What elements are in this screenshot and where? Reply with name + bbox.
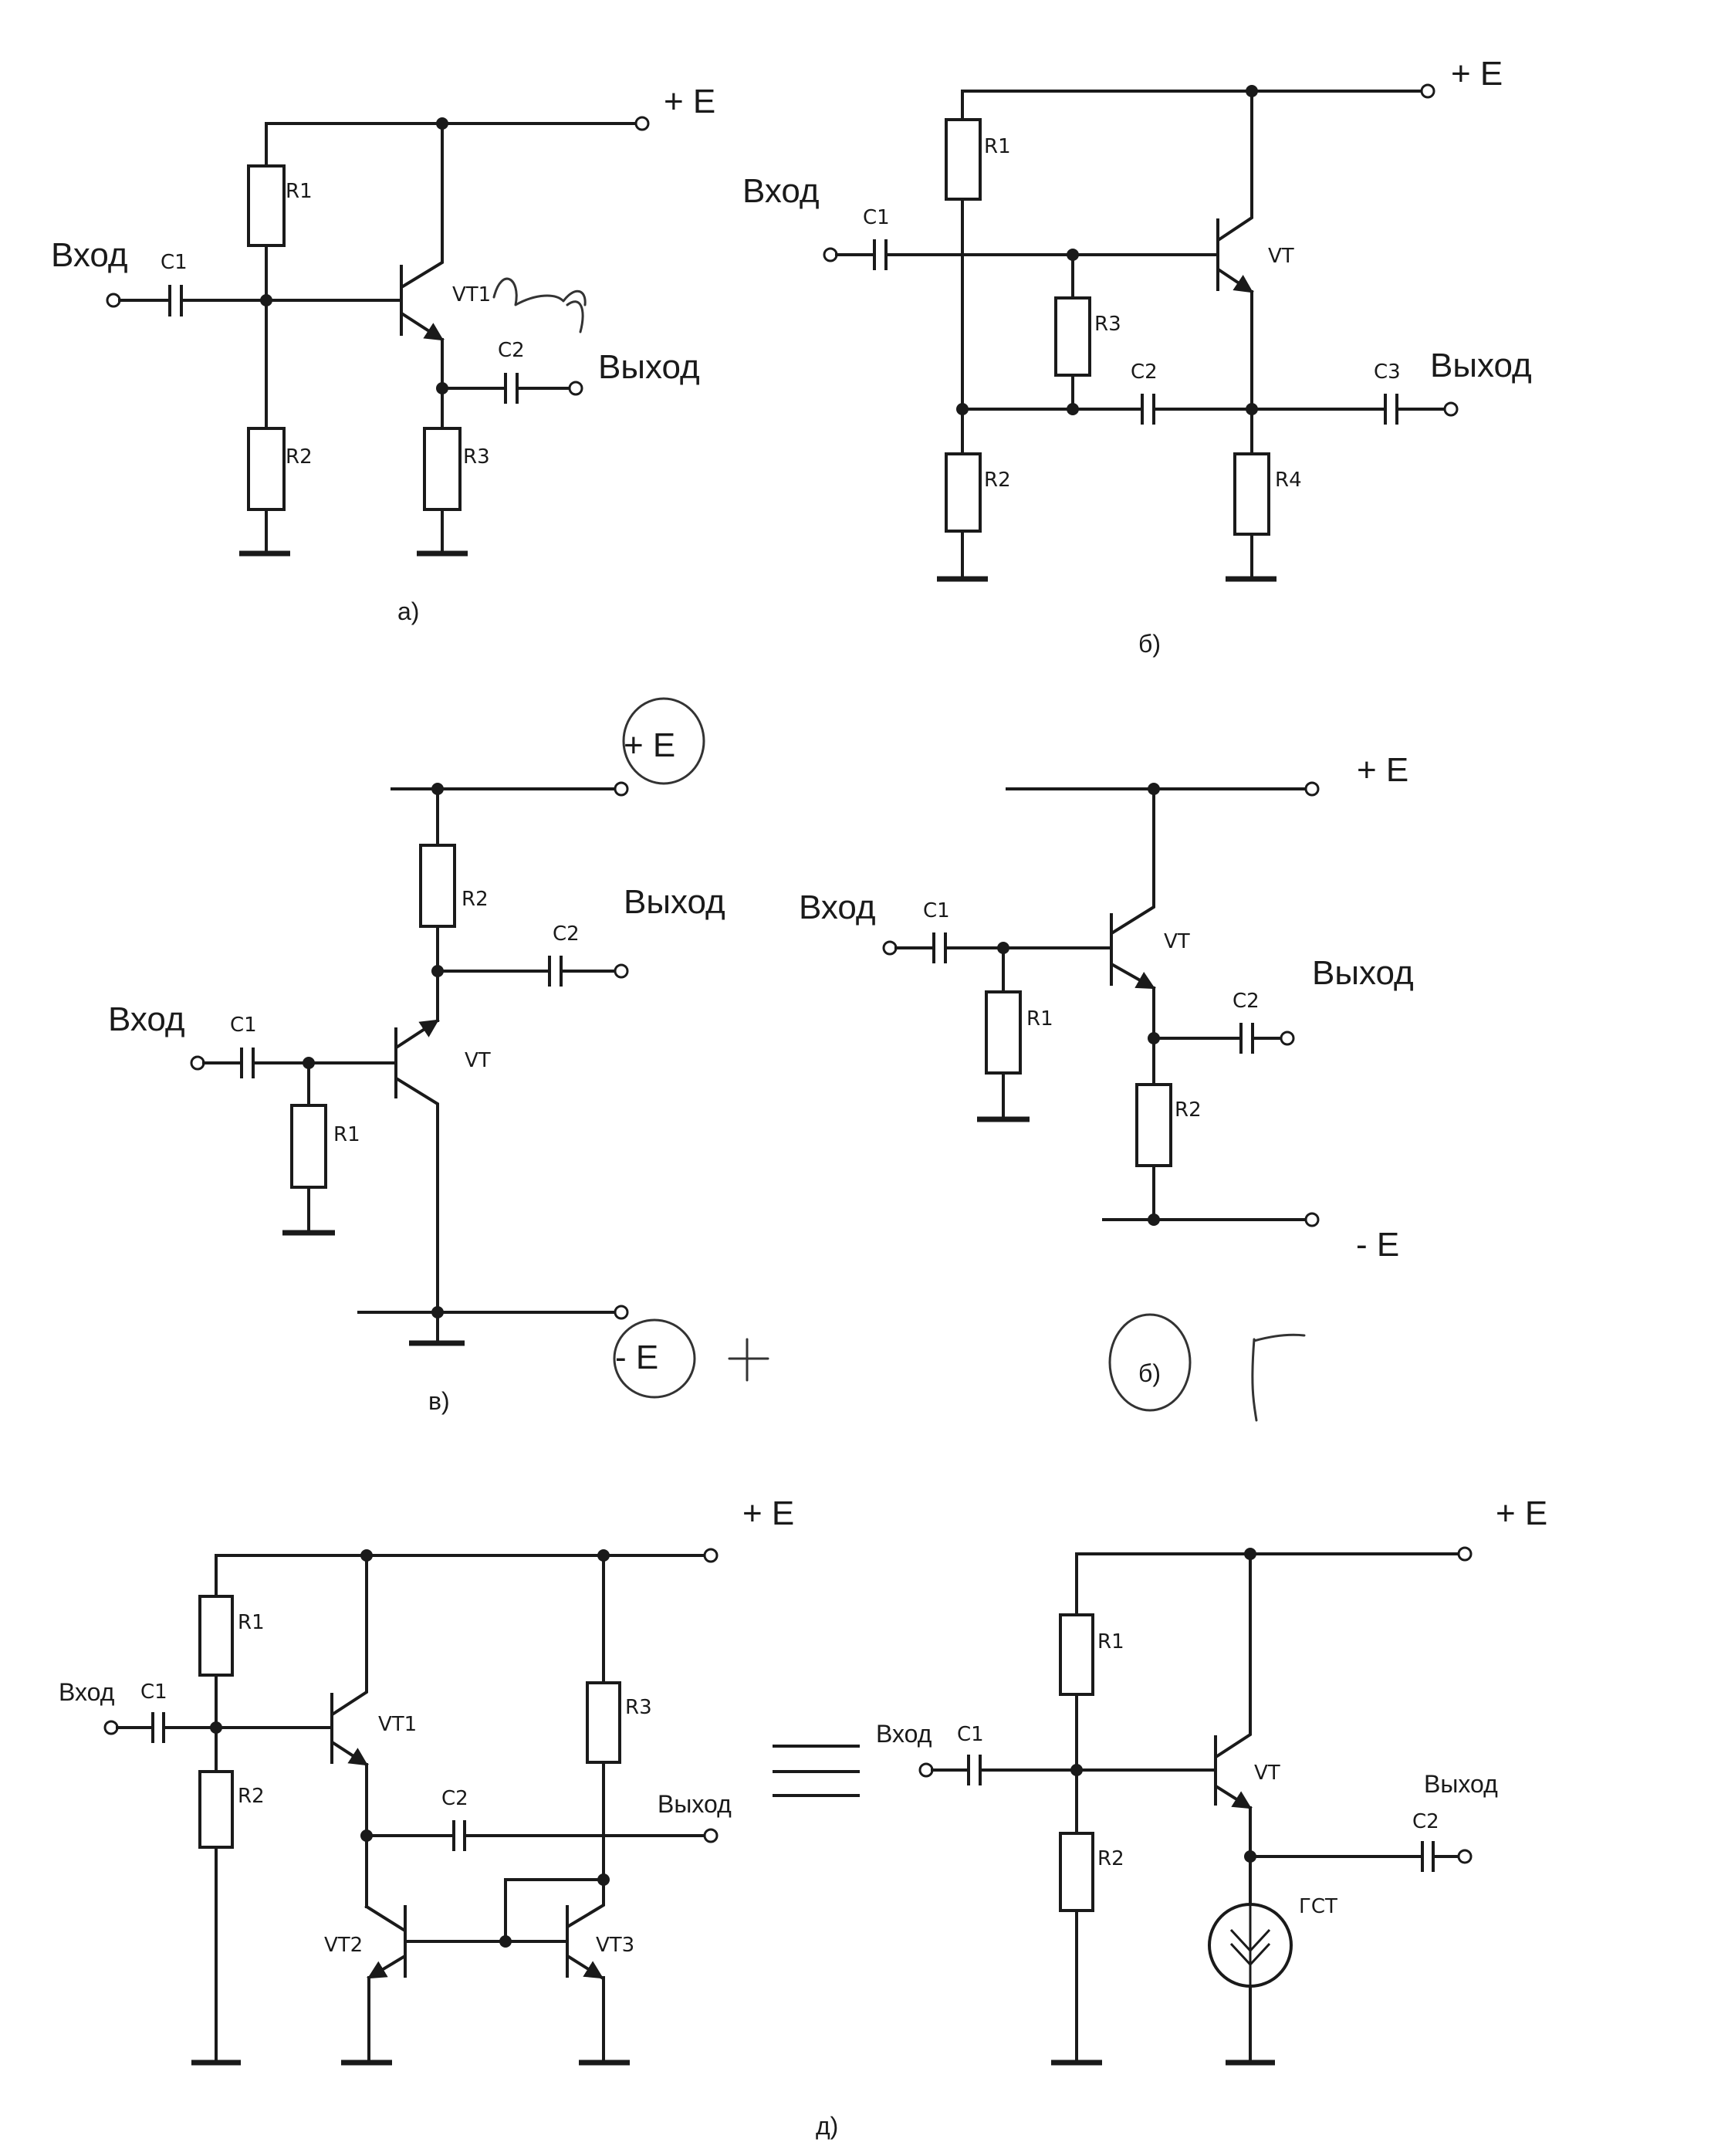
resistor-r1 <box>290 1104 327 1189</box>
c2-label: C2 <box>1131 360 1158 384</box>
caption-b: б) <box>1138 630 1161 658</box>
supply-neg-label: - E <box>615 1339 658 1376</box>
supply-neg-label: - E <box>1356 1226 1399 1264</box>
c1-label: C1 <box>863 206 890 229</box>
output-label: Выход <box>1424 1770 1498 1798</box>
supply-label: + E <box>1451 55 1503 93</box>
vt-label: VT <box>1268 245 1294 268</box>
output-label: Выход <box>598 348 700 386</box>
c2-label: C2 <box>441 1787 468 1810</box>
r2-label: R2 <box>286 445 313 469</box>
source-label: ГСТ <box>1299 1895 1337 1918</box>
c2-label: C2 <box>498 339 525 362</box>
diagram-d-right: + E R1 R2 Вход C1 VT C2 Выход ГСТ <box>816 1494 1547 2140</box>
r2-label: R2 <box>238 1785 265 1808</box>
resistor-r3 <box>423 427 462 511</box>
resistor-r2 <box>247 427 286 511</box>
caption-a: а) <box>397 597 419 625</box>
handwritten-plus <box>728 1338 769 1382</box>
diagram-g: + E Вход C1 R1 VT C2 Выход R2 - E б) <box>799 751 1414 1422</box>
caption-v: в) <box>428 1387 450 1415</box>
supply-label: + E <box>1496 1494 1547 1532</box>
c2-label: C2 <box>1412 1810 1439 1833</box>
vt-label: VT <box>1164 930 1190 953</box>
input-label: Вход <box>59 1678 115 1706</box>
r1-label: R1 <box>238 1611 265 1634</box>
output-label: Выход <box>624 883 725 921</box>
resistor-r3 <box>1054 296 1091 377</box>
output-label: Выход <box>1430 347 1532 384</box>
c2-label: C2 <box>1233 990 1260 1013</box>
input-label: Вход <box>108 1000 185 1038</box>
equivalence-symbol <box>773 1745 860 1797</box>
input-terminal <box>106 293 121 308</box>
caption-g: б) <box>1138 1359 1161 1387</box>
r4-label: R4 <box>1275 469 1302 492</box>
output-label: Выход <box>658 1790 732 1818</box>
c1-label: C1 <box>230 1014 257 1037</box>
r1-label: R1 <box>984 135 1011 158</box>
r1-label: R1 <box>1026 1007 1053 1031</box>
vt-label: VT <box>1254 1762 1280 1785</box>
resistor-r2 <box>198 1770 234 1849</box>
diagram-a: + E R1 R2 Вход C1 VT1 C2 Выход R3 а) <box>51 83 715 625</box>
handwritten-circle <box>622 697 705 785</box>
resistor-r1 <box>198 1595 234 1677</box>
vt1-label: VT1 <box>378 1713 417 1736</box>
r1-label: R1 <box>333 1123 360 1146</box>
r1-label: R1 <box>1097 1630 1124 1653</box>
c1-label: C1 <box>957 1723 984 1746</box>
r1-label: R1 <box>286 180 313 203</box>
diagram-b: + E R1 R2 Вход C1 R3 C2 VT C3 Выход <box>742 55 1532 658</box>
resistor-r2 <box>1059 1832 1094 1912</box>
input-label: Вход <box>876 1720 932 1748</box>
supply-label: + E <box>742 1494 794 1532</box>
r3-label: R3 <box>625 1696 652 1719</box>
vt3-label: VT3 <box>596 1934 634 1957</box>
c2-label: C2 <box>553 922 580 946</box>
resistor-r3 <box>586 1681 621 1764</box>
resistor-r2 <box>1135 1083 1172 1167</box>
input-label: Вход <box>51 236 128 274</box>
supply-pos-label: + E <box>1357 751 1408 789</box>
resistor-r1 <box>1059 1613 1094 1696</box>
c3-label: C3 <box>1374 360 1401 384</box>
resistor-r2 <box>945 452 982 533</box>
supply-terminal <box>634 116 650 131</box>
r2-label: R2 <box>984 469 1011 492</box>
r3-label: R3 <box>1094 313 1121 336</box>
vt-label: VT <box>465 1049 491 1072</box>
caption-d: д) <box>816 2112 838 2140</box>
resistor-r2 <box>419 844 456 928</box>
resistor-r1 <box>945 118 982 201</box>
r2-label: R2 <box>462 888 489 911</box>
resistor-r1 <box>985 990 1022 1075</box>
output-terminal <box>568 381 583 396</box>
supply-label: + E <box>664 83 715 120</box>
supply-pos-label: + E <box>624 726 675 764</box>
input-label: Вход <box>742 172 820 210</box>
c1-label: C1 <box>161 251 188 274</box>
resistor-r1 <box>247 164 286 247</box>
vt1-label: VT1 <box>452 283 491 306</box>
output-label: Выход <box>1312 954 1414 992</box>
r3-label: R3 <box>463 445 490 469</box>
diagram-d-left: + E R1 R2 Вход C1 VT1 C2 Выход R3 <box>59 1494 860 2066</box>
resistor-r4 <box>1233 452 1270 536</box>
c1-label: C1 <box>923 899 950 922</box>
handwritten-letter-g <box>1251 1333 1306 1422</box>
handwritten-scribble <box>492 277 587 333</box>
c1-label: C1 <box>140 1680 167 1704</box>
diagram-v: + E R2 C2 Выход Вход C1 R1 VT - E <box>108 697 769 1415</box>
vt2-label: VT2 <box>324 1934 363 1957</box>
current-source <box>1208 1903 1293 1988</box>
r2-label: R2 <box>1097 1847 1124 1870</box>
r2-label: R2 <box>1175 1098 1202 1122</box>
input-label: Вход <box>799 888 876 926</box>
